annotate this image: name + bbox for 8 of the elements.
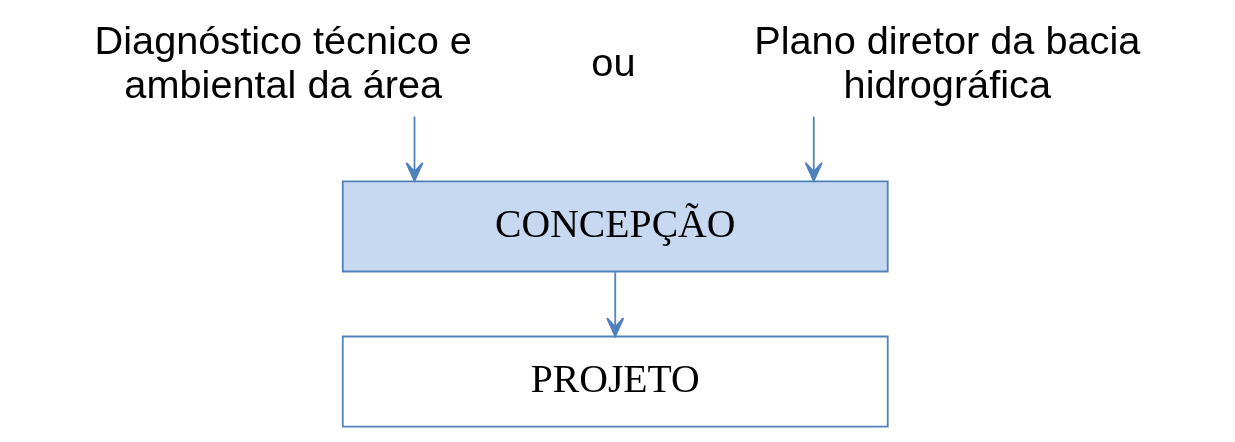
label: ou [591, 39, 636, 84]
arrow [804, 115, 823, 182]
arrow [606, 271, 625, 338]
arrow [405, 115, 424, 182]
node-box: CONCEPÇÃO [341, 180, 889, 273]
node-text: Plano diretor da bacia hidrográfica [754, 18, 1141, 106]
node-box: PROJETO [341, 335, 889, 428]
node-text: Diagnóstico técnico e ambiental da área [94, 18, 472, 106]
